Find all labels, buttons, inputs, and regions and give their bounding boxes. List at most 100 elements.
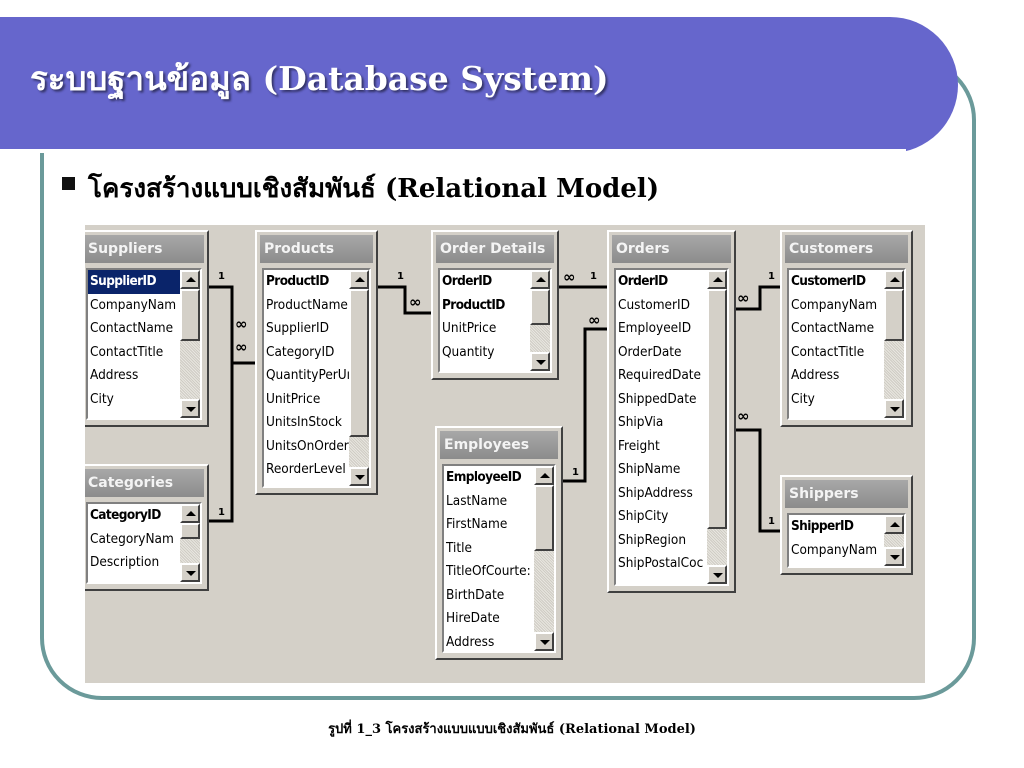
- field-item[interactable]: City: [791, 390, 815, 407]
- field-list[interactable]: CustomerID CompanyNam ContactName Contac…: [787, 268, 906, 420]
- table-title[interactable]: Categories: [85, 469, 204, 497]
- field-item[interactable]: CompanyNam: [791, 541, 878, 558]
- field-item[interactable]: FirstName: [446, 516, 508, 532]
- field-item[interactable]: ContactName: [90, 320, 174, 336]
- field-item[interactable]: CompanyNam: [791, 296, 878, 313]
- table-title[interactable]: Orders: [612, 235, 731, 263]
- field-item[interactable]: EmployeeID: [618, 320, 692, 336]
- scroll-up-icon[interactable]: [180, 504, 200, 523]
- field-item[interactable]: BirthDate: [446, 586, 505, 603]
- field-item[interactable]: CompanyNam: [90, 296, 177, 313]
- table-title[interactable]: Employees: [440, 431, 558, 459]
- field-item[interactable]: ReorderLevel: [266, 461, 346, 477]
- field-list[interactable]: ProductID ProductName SupplierID Categor…: [262, 268, 371, 488]
- vertical-scrollbar[interactable]: [180, 270, 200, 418]
- scroll-up-icon[interactable]: [884, 515, 904, 534]
- field-item[interactable]: ContactTitle: [90, 343, 164, 360]
- scroll-thumb[interactable]: [530, 289, 550, 325]
- scroll-thumb[interactable]: [180, 523, 200, 539]
- scroll-down-icon[interactable]: [534, 632, 554, 651]
- field-item[interactable]: CustomerID: [618, 296, 690, 313]
- scroll-thumb[interactable]: [180, 289, 200, 341]
- field-item[interactable]: SupplierID: [266, 320, 329, 336]
- field-item[interactable]: UnitsOnOrder: [266, 437, 349, 454]
- field-item[interactable]: Freight: [618, 437, 660, 454]
- vertical-scrollbar[interactable]: [884, 515, 904, 566]
- table-title[interactable]: Products: [260, 235, 373, 263]
- scroll-up-icon[interactable]: [884, 270, 904, 289]
- field-item[interactable]: UnitPrice: [442, 320, 497, 336]
- field-item[interactable]: RequiredDate: [618, 367, 702, 383]
- field-item[interactable]: ShippedDate: [618, 390, 697, 407]
- vertical-scrollbar[interactable]: [180, 504, 200, 582]
- field-item[interactable]: ShipVia: [618, 414, 664, 430]
- field-item[interactable]: LastName: [446, 492, 508, 509]
- table-employees[interactable]: Employees EmployeeID LastName FirstName …: [435, 426, 563, 660]
- scroll-up-icon[interactable]: [534, 466, 554, 485]
- field-item[interactable]: OrderID: [618, 273, 668, 289]
- table-shippers[interactable]: Shippers ShipperID CompanyNam: [780, 475, 913, 575]
- vertical-scrollbar[interactable]: [884, 270, 904, 418]
- field-list[interactable]: EmployeeID LastName FirstName Title Titl…: [442, 464, 556, 653]
- field-item[interactable]: ShipPostalCoc: [618, 555, 704, 571]
- field-item[interactable]: EmployeeID: [446, 469, 522, 485]
- scroll-down-icon[interactable]: [530, 352, 550, 371]
- field-item[interactable]: CategoryID: [266, 343, 335, 360]
- scroll-down-icon[interactable]: [884, 399, 904, 418]
- scroll-down-icon[interactable]: [707, 565, 727, 584]
- field-item[interactable]: ShipName: [618, 461, 681, 477]
- vertical-scrollbar[interactable]: [707, 270, 727, 584]
- field-item[interactable]: ShipCity: [618, 508, 669, 524]
- table-products[interactable]: Products ProductID ProductName SupplierI…: [255, 230, 378, 495]
- field-item[interactable]: Title: [446, 539, 472, 556]
- scroll-down-icon[interactable]: [884, 547, 904, 566]
- field-item[interactable]: City: [90, 390, 114, 407]
- table-customers[interactable]: Customers CustomerID CompanyNam ContactN…: [780, 230, 913, 427]
- field-item[interactable]: HireDate: [446, 610, 500, 626]
- table-title[interactable]: Customers: [785, 235, 908, 263]
- field-item[interactable]: ProductName: [266, 296, 348, 313]
- field-list[interactable]: CategoryID CategoryNam Description: [86, 502, 202, 584]
- field-item[interactable]: OrderID: [442, 273, 492, 289]
- field-item[interactable]: ShipperID: [791, 518, 854, 534]
- field-item[interactable]: UnitsInStock: [266, 414, 342, 430]
- table-title[interactable]: Suppliers: [85, 235, 204, 263]
- scroll-down-icon[interactable]: [180, 399, 200, 418]
- field-item[interactable]: ShipAddress: [618, 484, 693, 501]
- table-order-details[interactable]: Order Details OrderID ProductID UnitPric…: [431, 230, 559, 380]
- table-categories[interactable]: Categories CategoryID CategoryNam Descri…: [85, 464, 209, 591]
- field-item[interactable]: TitleOfCourte:: [446, 563, 531, 579]
- field-list[interactable]: OrderID CustomerID EmployeeID OrderDate …: [614, 268, 729, 586]
- scroll-up-icon[interactable]: [349, 270, 369, 289]
- field-item[interactable]: Address: [791, 367, 840, 383]
- field-item[interactable]: SupplierID: [88, 270, 180, 294]
- scroll-down-icon[interactable]: [349, 467, 369, 486]
- scroll-down-icon[interactable]: [180, 563, 200, 582]
- field-item[interactable]: Quantity: [442, 343, 495, 360]
- table-title[interactable]: Order Details: [436, 235, 554, 263]
- field-item[interactable]: CategoryID: [90, 507, 161, 523]
- field-item[interactable]: UnitPrice: [266, 390, 321, 407]
- field-item[interactable]: OrderDate: [618, 343, 682, 360]
- field-item[interactable]: ContactTitle: [791, 343, 865, 360]
- scroll-thumb[interactable]: [349, 289, 369, 437]
- field-item[interactable]: CategoryNam: [90, 530, 174, 547]
- field-list[interactable]: SupplierID CompanyNam ContactName Contac…: [86, 268, 202, 420]
- scroll-up-icon[interactable]: [707, 270, 727, 289]
- field-item[interactable]: CustomerID: [791, 273, 866, 289]
- field-item[interactable]: ProductID: [442, 296, 505, 313]
- field-item[interactable]: Address: [90, 367, 139, 383]
- field-list[interactable]: ShipperID CompanyNam: [787, 513, 906, 568]
- field-list[interactable]: OrderID ProductID UnitPrice Quantity: [438, 268, 552, 373]
- field-item[interactable]: ContactName: [791, 320, 875, 336]
- scroll-up-icon[interactable]: [530, 270, 550, 289]
- scroll-thumb[interactable]: [884, 289, 904, 341]
- field-item[interactable]: QuantityPerUı: [266, 367, 349, 383]
- vertical-scrollbar[interactable]: [534, 466, 554, 651]
- table-suppliers[interactable]: Suppliers SupplierID CompanyNam ContactN…: [85, 230, 209, 427]
- field-item[interactable]: ShipRegion: [618, 531, 687, 548]
- table-title[interactable]: Shippers: [785, 480, 908, 508]
- field-item[interactable]: Description: [90, 554, 160, 570]
- field-item[interactable]: Address: [446, 633, 495, 650]
- field-item[interactable]: ProductID: [266, 273, 329, 289]
